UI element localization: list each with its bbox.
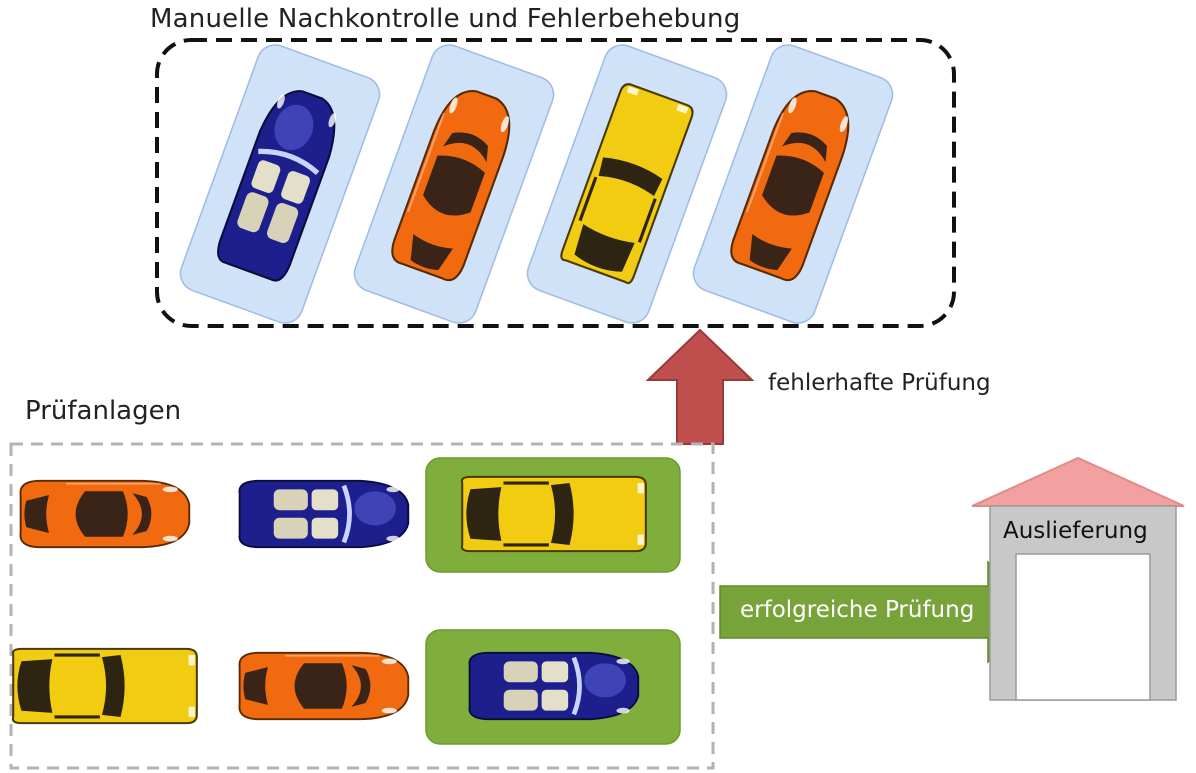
pruefanlagen-label: Prüfanlagen [25,396,182,426]
repair-slot-3 [526,44,728,324]
delivery-building [971,456,1185,701]
yellow-car-sedan [460,475,648,553]
manual-check-area [155,38,956,328]
blue-car-convertible [239,481,408,547]
building-roof [971,456,1185,507]
blue-car-convertible [469,653,638,719]
repair-slot-2 [353,44,555,324]
manual-check-title: Manuelle Nachkontrolle und Fehlerbehebun… [150,4,741,34]
orange-car-coupe [238,651,410,721]
orange-car-coupe [19,479,191,549]
building-door [1015,553,1151,701]
pruefanlagen-area [9,442,715,770]
repair-slot-1 [179,44,381,324]
red-up-arrow-icon [645,328,755,445]
delivery-label: Auslieferung [1003,518,1148,544]
successful-test-label: erfolgreiche Prüfung [740,597,975,623]
yellow-car-sedan [11,647,199,725]
repair-slot-4 [692,44,894,324]
faulty-test-label: fehlerhafte Prüfung [768,370,991,396]
